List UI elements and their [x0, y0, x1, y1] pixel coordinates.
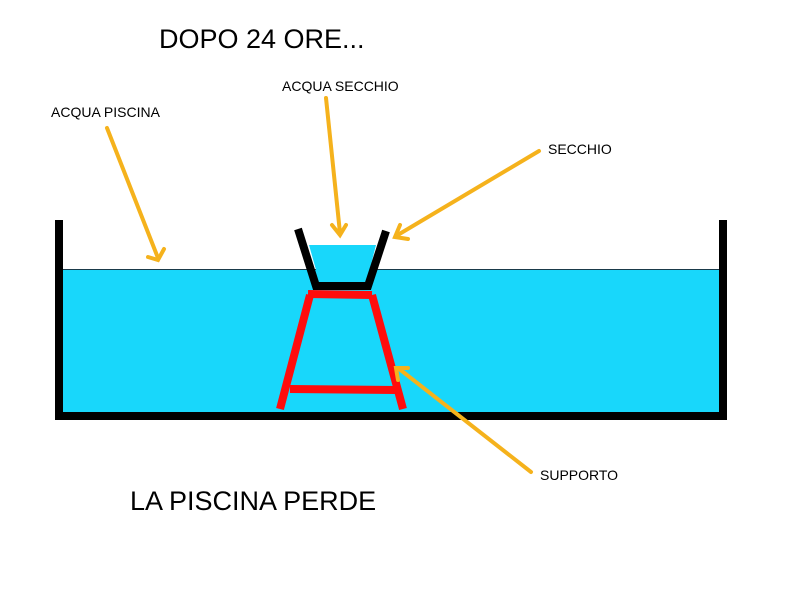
label-bucket: SECCHIO: [548, 141, 612, 157]
pool-wall: [55, 220, 727, 420]
support-stand: [276, 290, 407, 411]
bucket: [294, 227, 390, 290]
label-pool-water: ACQUA PISCINA: [51, 104, 160, 120]
arrow-pool-water: [105, 126, 166, 263]
arrow-bucket-water: [324, 96, 348, 239]
diagram-title: DOPO 24 ORE...: [159, 24, 365, 54]
label-support: SUPPORTO: [540, 467, 619, 483]
bucket-water: [309, 245, 376, 284]
arrow-support: [393, 366, 533, 474]
label-bucket-water: ACQUA SECCHIO: [282, 78, 399, 94]
arrow-bucket: [392, 149, 541, 241]
diagram-caption: LA PISCINA PERDE: [130, 486, 377, 516]
